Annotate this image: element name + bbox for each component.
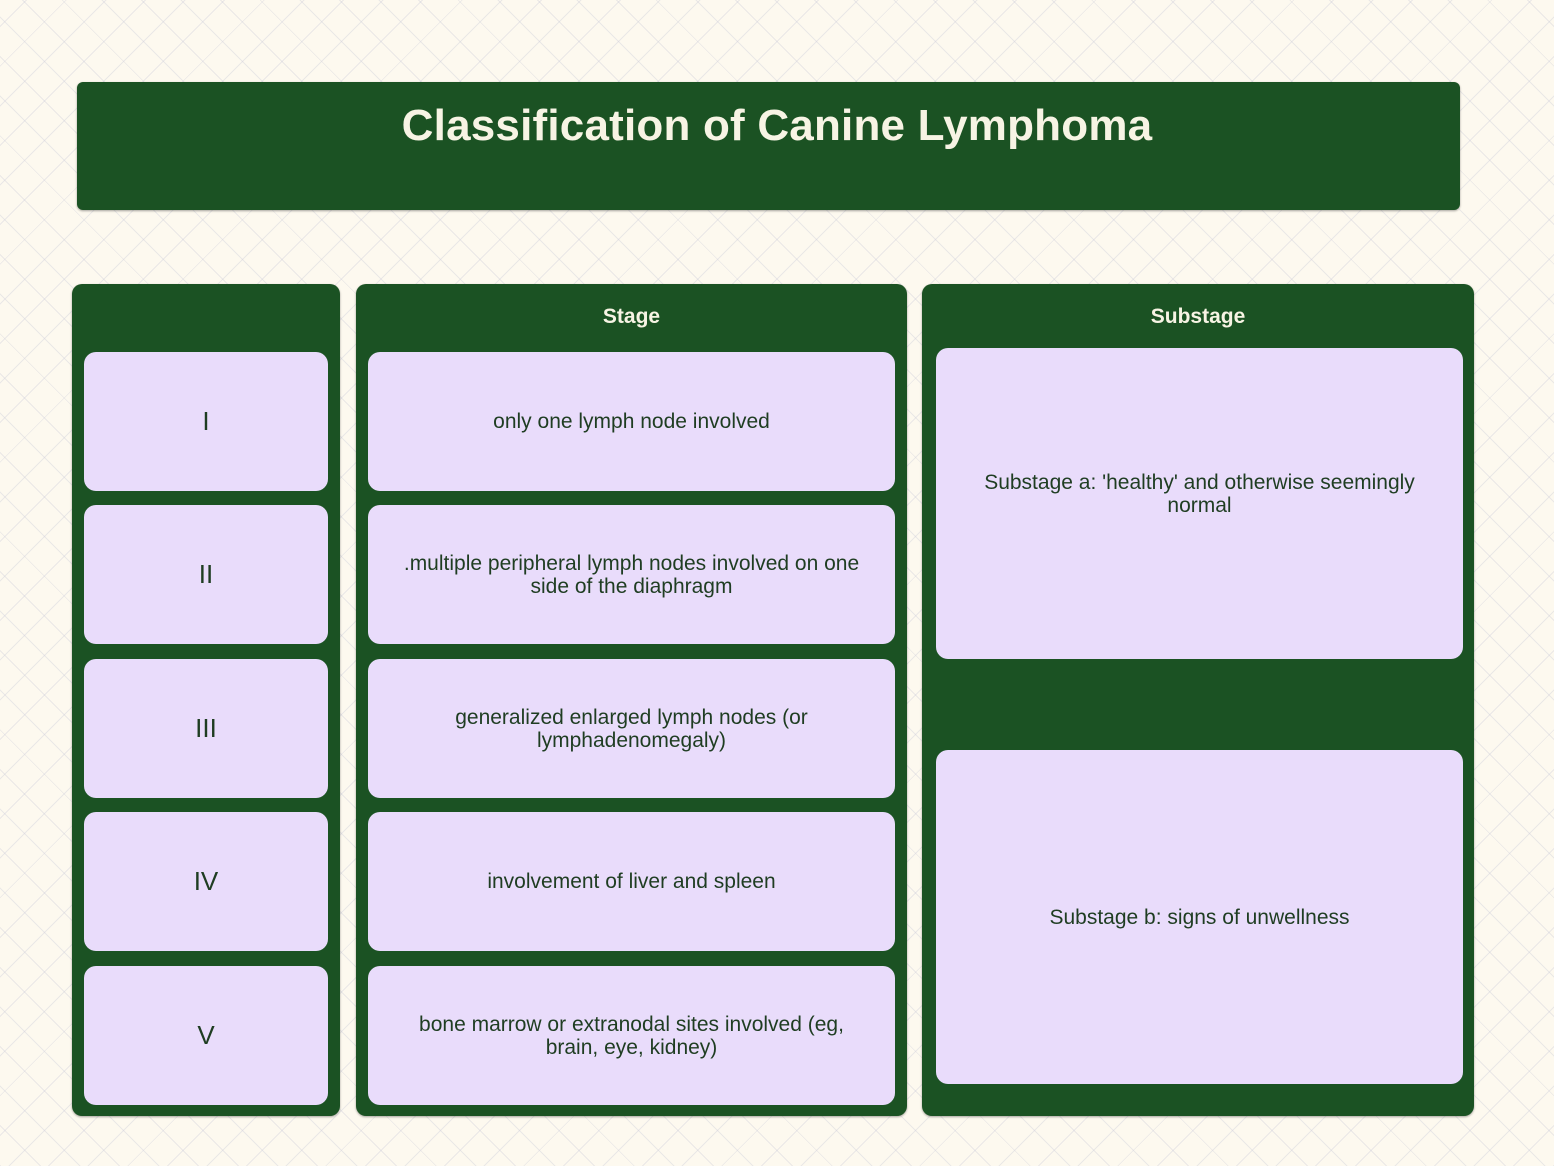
substage-column-header: Substage xyxy=(1150,305,1246,328)
stage-column-header: Stage xyxy=(602,305,661,328)
substage-column: Substage Substage a: 'healthy' and other… xyxy=(922,284,1474,1116)
substage-b-card: Substage b: signs of unwellness xyxy=(936,750,1463,1084)
stage-description-card: bone marrow or extranodal sites involved… xyxy=(368,966,895,1105)
stage-description-card: only one lymph node involved xyxy=(368,352,895,491)
page-title: Classification of Canine Lymphoma xyxy=(401,101,1153,150)
substage-a-card: Substage a: 'healthy' and otherwise seem… xyxy=(936,348,1463,659)
stage-description-card: generalized enlarged lymph nodes (or lym… xyxy=(368,659,895,798)
title-banner xyxy=(77,82,1460,210)
stage-number-card: IV xyxy=(84,812,328,951)
stage-number-card: III xyxy=(84,659,328,798)
stage-number-card: V xyxy=(84,966,328,1105)
stage-description-card: .multiple peripheral lymph nodes involve… xyxy=(368,505,895,644)
stage-number-card: I xyxy=(84,352,328,491)
stage-description-card: involvement of liver and spleen xyxy=(368,812,895,951)
stage-number-column: I II III IV V xyxy=(72,284,340,1116)
stage-column: Stage only one lymph node involved .mult… xyxy=(356,284,907,1116)
stage-number-card: II xyxy=(84,505,328,644)
